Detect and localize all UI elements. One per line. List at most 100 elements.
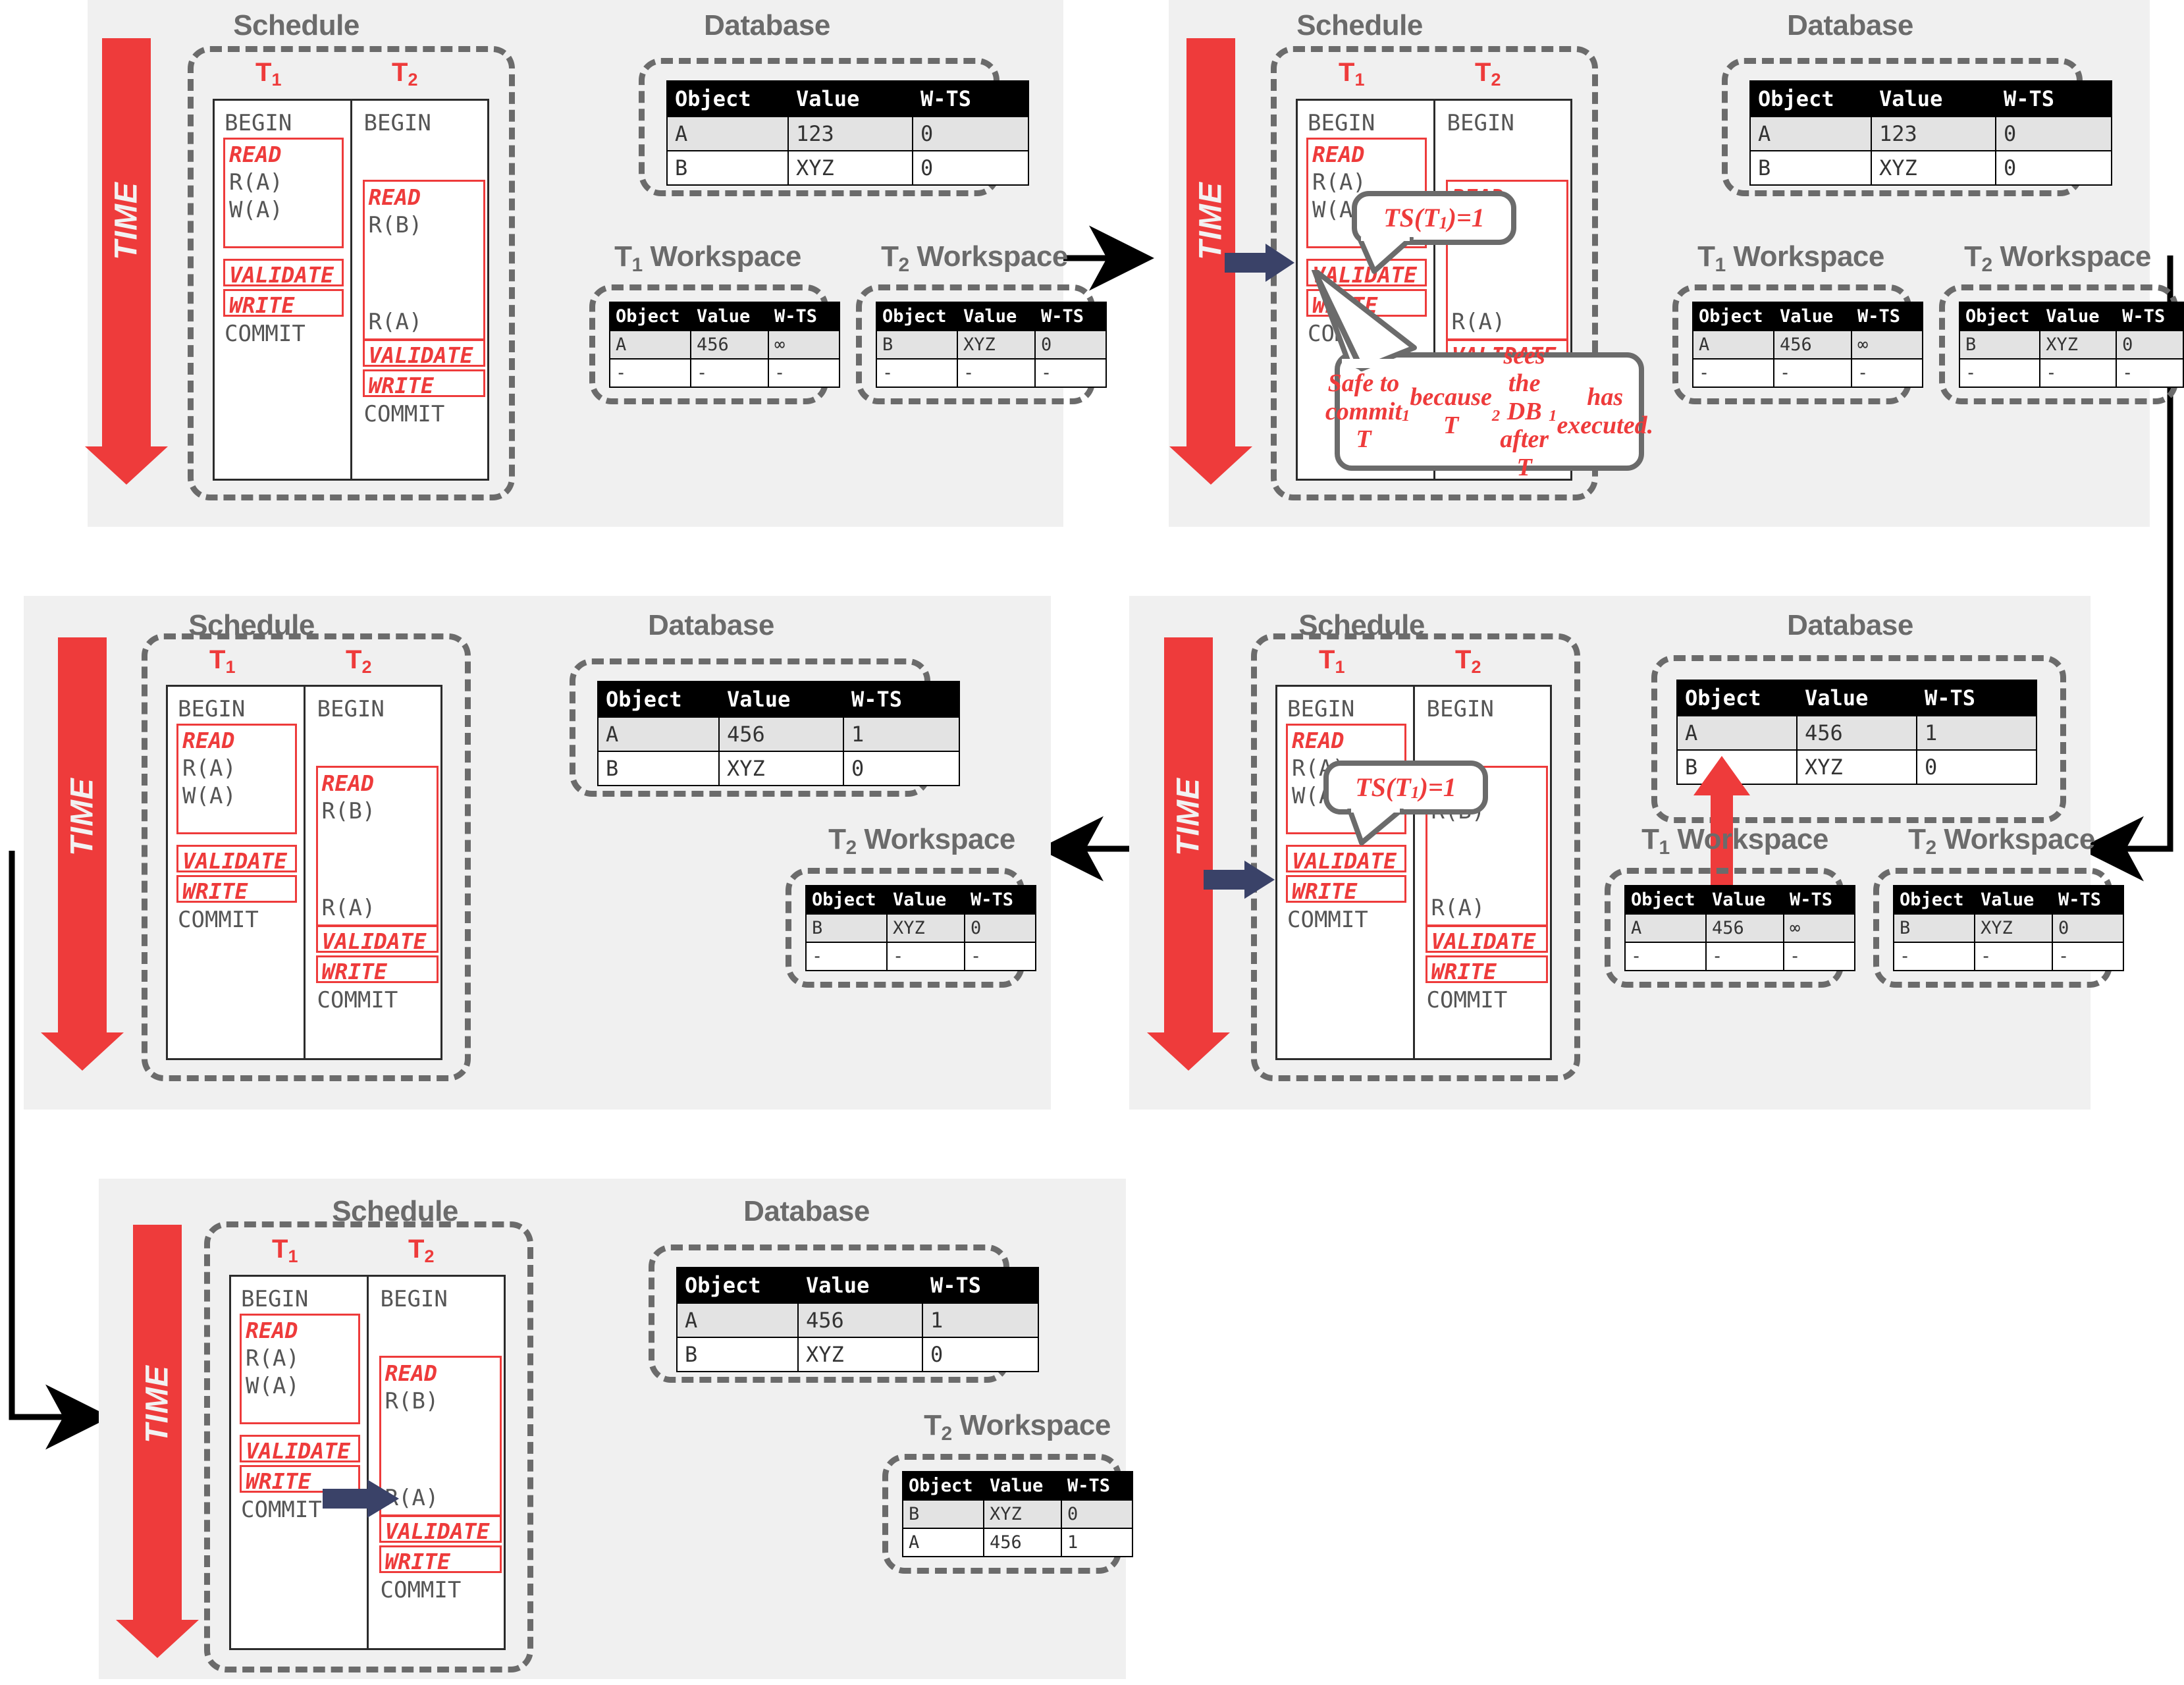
t1-header-p4: T1	[1319, 645, 1345, 677]
t2-workspace-title-p5: T2 Workspace	[924, 1409, 1111, 1445]
read-phase-box	[240, 1314, 360, 1424]
ts-callout-tail-p4	[1347, 809, 1404, 845]
schedule-box-p5	[204, 1221, 533, 1672]
op-ra: R(A)	[246, 1345, 300, 1372]
t2-header-p5: T2	[408, 1235, 435, 1266]
safe-callout-tail-p2	[1312, 270, 1417, 371]
t2-header-p3: T2	[346, 645, 372, 677]
op-validate: VALIDATE	[246, 1438, 350, 1464]
write-box	[1286, 875, 1406, 903]
t2-header-p1: T2	[392, 58, 418, 90]
op-ra: R(A)	[1431, 895, 1485, 921]
op-read: READ	[182, 728, 235, 753]
schedule-table-p4: BEGIN READ R(A) W(A) VALIDATE WRITE COMM…	[1275, 685, 1552, 1060]
op-commit: COMMIT	[380, 1577, 462, 1603]
op-write: WRITE	[385, 1549, 450, 1574]
op-begin: BEGIN	[317, 696, 385, 722]
t2-column-p4: BEGIN READ R(B) R(A) VALIDATE WRITE COMM…	[1412, 687, 1551, 1058]
validate-box	[379, 1515, 502, 1543]
op-rb: R(B)	[321, 798, 376, 824]
op-read: READ	[1292, 728, 1345, 753]
op-wa: W(A)	[246, 1373, 300, 1399]
validate-box	[362, 339, 485, 367]
op-write: WRITE	[1292, 878, 1358, 904]
schedule-box-p1	[188, 46, 515, 500]
op-write: WRITE	[368, 373, 434, 398]
t2-column-p1: BEGIN READ R(B) R(A) VALIDATE WRITE COMM…	[350, 101, 488, 479]
op-commit: COMMIT	[363, 401, 445, 427]
schedule-title-p2: Schedule	[1296, 9, 1423, 41]
op-write: WRITE	[246, 1468, 311, 1494]
t1-header-p2: T1	[1339, 58, 1365, 90]
navy-arrow-p5	[323, 1480, 399, 1518]
schedule-table-p3: BEGIN READ R(A) W(A) VALIDATE WRITE COMM…	[166, 685, 442, 1060]
op-ra: R(A)	[229, 169, 283, 196]
t2-workspace-title-p1: T2 Workspace	[881, 240, 1068, 276]
op-commit: COMMIT	[225, 321, 306, 347]
t1-column-p5: BEGIN READ R(A) W(A) VALIDATE WRITE COMM…	[231, 1277, 367, 1648]
op-write: WRITE	[321, 959, 387, 984]
t1-column-p4: BEGIN READ R(A) W(A) VALIDATE WRITE COMM…	[1277, 687, 1413, 1058]
op-validate: VALIDATE	[1431, 928, 1536, 954]
schedule-box-p3	[142, 633, 471, 1081]
op-write: WRITE	[182, 878, 248, 904]
t1-header-p3: T1	[209, 645, 236, 677]
write-box	[362, 369, 485, 397]
t2-workspace-title-p3: T2 Workspace	[828, 823, 1015, 859]
op-validate: VALIDATE	[229, 262, 334, 288]
op-read: READ	[321, 770, 374, 796]
database-box-p4	[1651, 655, 2066, 823]
op-validate: VALIDATE	[368, 342, 473, 368]
op-write: WRITE	[1431, 959, 1497, 984]
op-commit: COMMIT	[241, 1497, 322, 1523]
op-begin: BEGIN	[225, 110, 292, 136]
validate-box	[240, 1435, 360, 1462]
t2-workspace-title-p2: T2 Workspace	[1964, 240, 2151, 276]
write-box	[223, 289, 344, 317]
database-title-p2: Database	[1787, 9, 1913, 41]
t2-header-p2: T2	[1475, 58, 1501, 90]
read-phase-box	[176, 724, 297, 834]
op-validate: VALIDATE	[1292, 848, 1397, 874]
op-validate: VALIDATE	[182, 848, 287, 874]
op-read: READ	[385, 1360, 437, 1386]
t1-column-p1: BEGIN READ R(A) W(A) VALIDATE WRITE COMM…	[215, 101, 350, 479]
write-box	[240, 1465, 360, 1493]
database-title-p3: Database	[648, 609, 774, 641]
op-read: READ	[368, 184, 421, 210]
database-title-p4: Database	[1787, 609, 1913, 641]
op-wa: W(A)	[229, 197, 283, 223]
op-begin: BEGIN	[178, 696, 246, 722]
navy-arrow-p4	[1204, 861, 1275, 899]
validate-box	[223, 259, 344, 286]
schedule-table-p5: BEGIN READ R(A) W(A) VALIDATE WRITE COMM…	[229, 1275, 506, 1650]
op-wa: W(A)	[182, 783, 236, 809]
op-begin: BEGIN	[1308, 110, 1375, 136]
t2-column-p5: BEGIN READ R(B) R(A) VALIDATE WRITE COMM…	[366, 1277, 504, 1648]
t1-column-p3: BEGIN READ R(A) W(A) VALIDATE WRITE COMM…	[168, 687, 304, 1058]
t1-workspace-title-p4: T1 Workspace	[1641, 823, 1828, 859]
op-begin: BEGIN	[1447, 110, 1514, 136]
validate-box	[1425, 925, 1548, 953]
op-validate: VALIDATE	[385, 1518, 490, 1544]
op-read: READ	[1312, 142, 1365, 167]
write-box	[315, 955, 439, 983]
validate-box	[1286, 845, 1406, 872]
op-commit: COMMIT	[1426, 987, 1508, 1013]
t2-workspace-title-p4: T2 Workspace	[1908, 823, 2095, 859]
op-begin: BEGIN	[363, 110, 431, 136]
write-box	[176, 875, 297, 903]
